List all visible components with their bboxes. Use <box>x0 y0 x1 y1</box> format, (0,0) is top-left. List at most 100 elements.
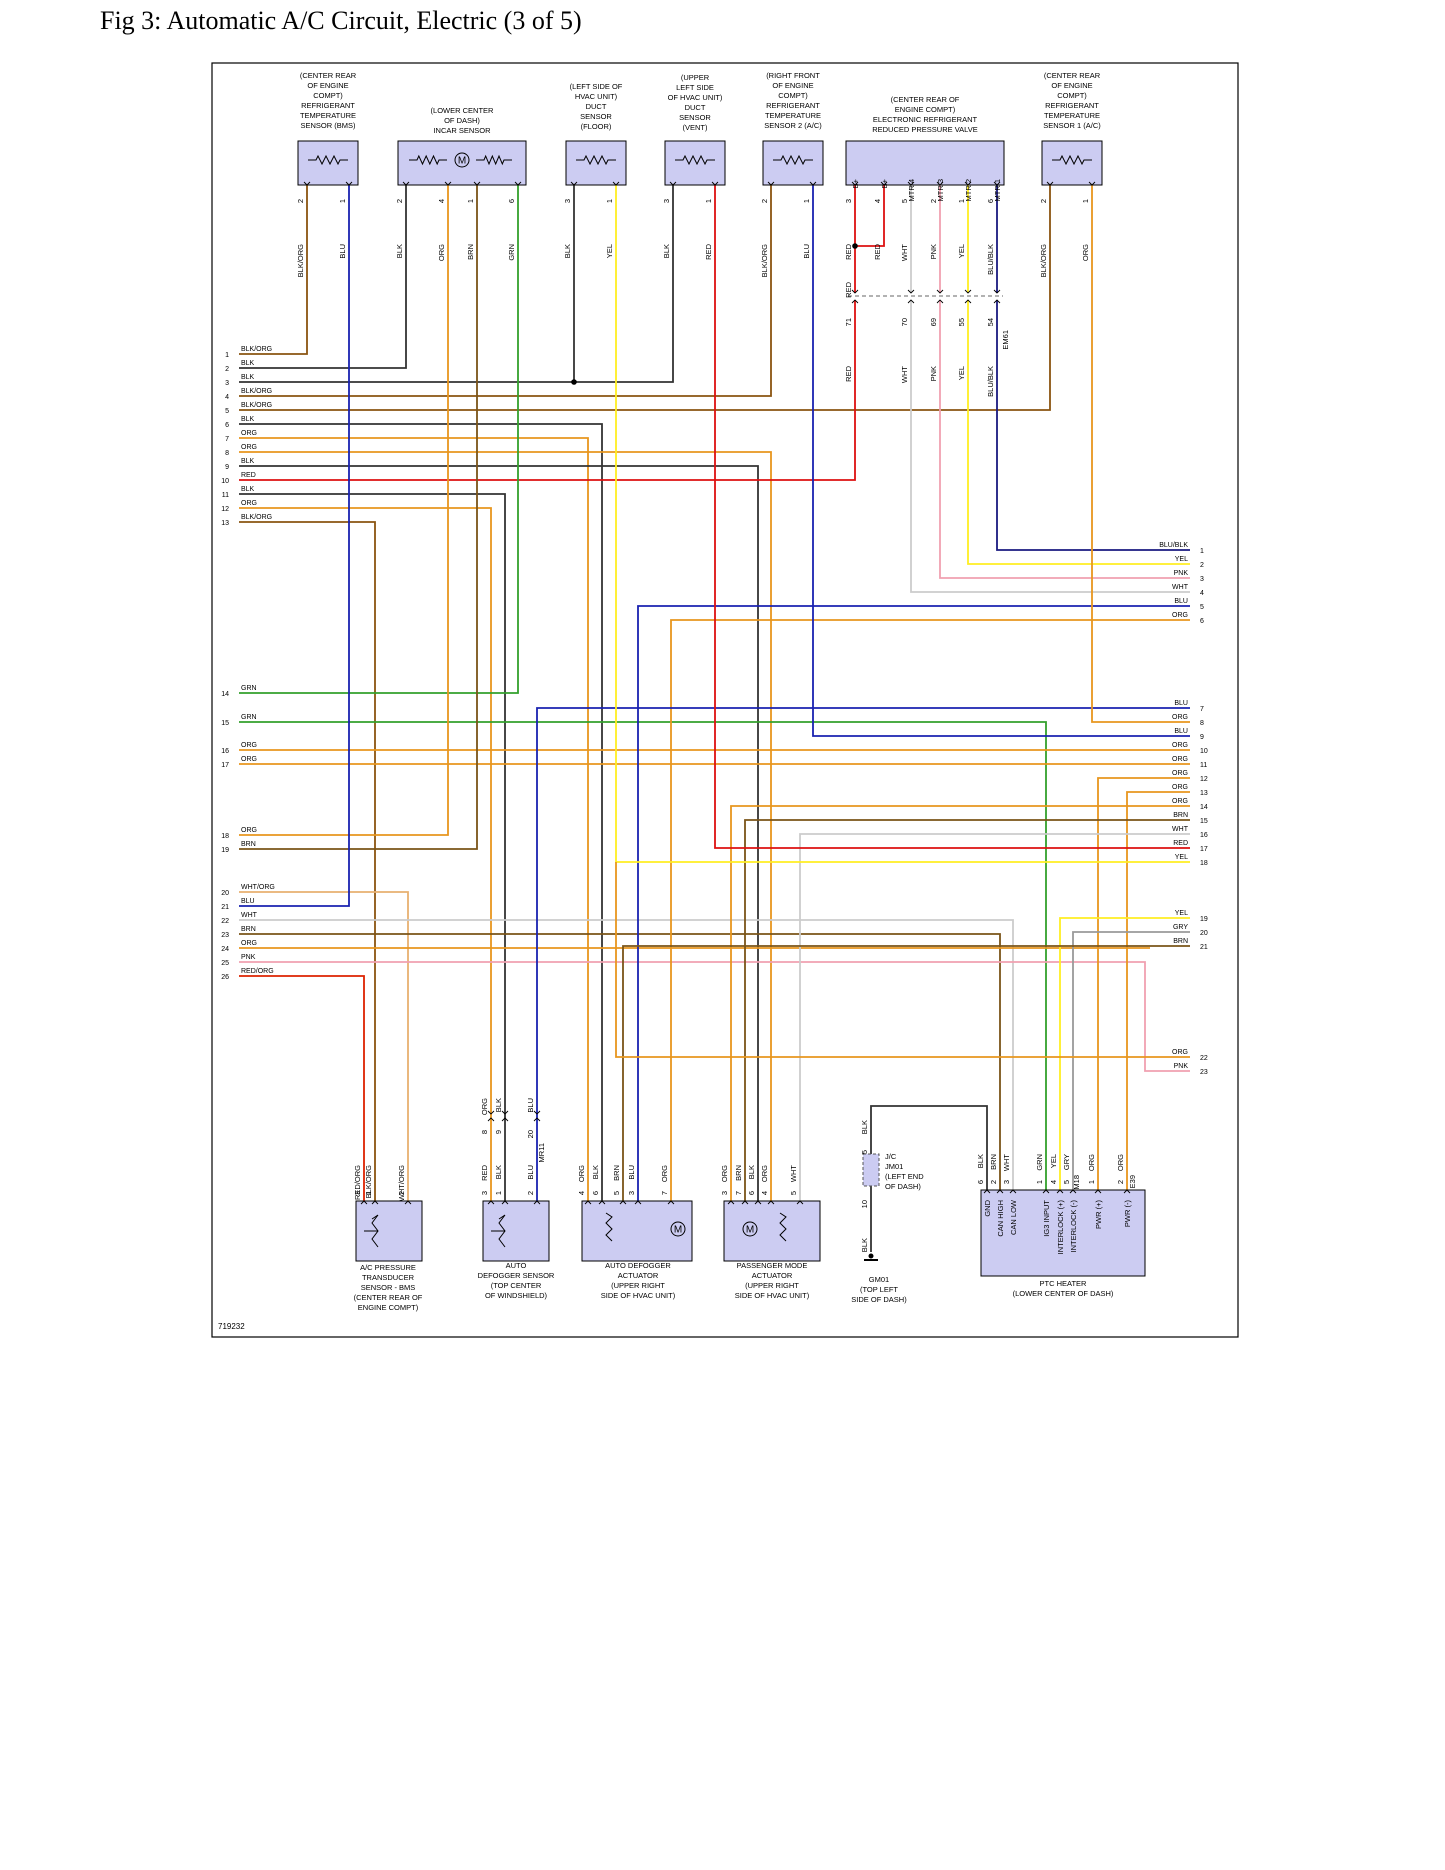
bottom-component-label: (LOWER CENTER OF DASH) <box>1013 1289 1114 1298</box>
bottom-component-label: (TOP LEFT <box>860 1285 898 1294</box>
top-component-label: (LOWER CENTER <box>431 106 495 115</box>
wire <box>855 185 885 247</box>
wire <box>279 185 350 907</box>
left-pin-color: RED/ORG <box>241 968 274 975</box>
wire-color-label: BLK <box>860 1238 869 1252</box>
top-component-label: SENSOR <box>580 112 612 121</box>
pin-function-label: B+ <box>851 178 860 188</box>
bottom-component-label: PASSENGER MODE <box>737 1261 808 1270</box>
top-component-label: TEMPERATURE <box>1044 111 1100 120</box>
wire <box>799 833 1150 1201</box>
wire <box>279 961 1150 1072</box>
wire <box>939 300 1150 579</box>
wire-color-label: YEL <box>957 244 966 258</box>
em61-pin-number: 54 <box>986 318 995 326</box>
right-pin-number: 12 <box>1200 776 1208 783</box>
bottom-component-label: AUTO <box>506 1261 527 1270</box>
wire <box>1091 185 1150 723</box>
pin-terminal <box>345 181 353 186</box>
wire <box>279 185 519 694</box>
left-pin-number: 19 <box>221 847 229 854</box>
right-pin-color: ORG <box>1172 770 1188 777</box>
right-pin-color: ORG <box>1172 612 1188 619</box>
resistor-symbol <box>675 154 715 166</box>
left-pin-number: 5 <box>225 408 229 415</box>
pin-terminal <box>741 1200 749 1205</box>
pin-terminal <box>851 181 859 186</box>
pin-terminal <box>936 181 944 186</box>
pin-number: 2 <box>395 199 404 203</box>
left-pin-number: 10 <box>221 478 229 485</box>
left-pin-number: 22 <box>221 918 229 925</box>
right-pin-number: 22 <box>1200 1055 1208 1062</box>
pin-number: 1 <box>338 199 347 203</box>
pin-number: 4 <box>760 1191 769 1195</box>
left-pin-color: WHT <box>241 912 258 919</box>
jc-label: J/C <box>885 1152 897 1161</box>
wire-color-label: BLK <box>494 1165 503 1179</box>
right-pin-color: ORG <box>1172 798 1188 805</box>
left-pin-color: BLK/ORG <box>241 402 272 409</box>
pin-terminal <box>993 289 1001 294</box>
left-pin-number: 6 <box>225 422 229 429</box>
bottom-component-label: ENGINE COMPT) <box>358 1303 419 1312</box>
wire <box>536 707 1150 1201</box>
pin-terminal <box>1042 1189 1050 1194</box>
wire <box>279 451 772 1201</box>
pin-terminal <box>964 299 972 304</box>
wire-color-label: BRN <box>734 1165 743 1181</box>
motor-icon: M <box>746 1225 754 1236</box>
motor-icon: M <box>674 1225 682 1236</box>
wire <box>279 521 376 1201</box>
pin-function-label: GND <box>983 1199 992 1216</box>
wire <box>637 605 1150 1201</box>
resistor-symbol <box>491 1214 506 1248</box>
pin-number: 7 <box>734 1191 743 1195</box>
motor-icon <box>454 152 470 168</box>
pin-function-label: INTERLOCK (-) <box>1069 1199 1078 1252</box>
em61-pin-number: 69 <box>929 318 938 326</box>
wire-color-label: BLK <box>662 244 671 258</box>
top-component-label: (CENTER REAR <box>300 71 357 80</box>
pin-number: 3 <box>353 1191 362 1195</box>
pin-terminal <box>533 1110 541 1115</box>
right-pin-number: 11 <box>1200 762 1207 769</box>
top-component-label: (VENT) <box>683 123 709 132</box>
wire <box>279 891 409 1201</box>
wire <box>744 819 1150 1201</box>
top-component-label: OF ENGINE <box>772 81 813 90</box>
bottom-component-body <box>980 1189 1146 1277</box>
wire-color-label: BLK/ORG <box>760 244 769 278</box>
left-pin-color: BLK <box>241 360 255 367</box>
left-pin-color: BLK <box>241 374 255 381</box>
top-component-label: OF DASH) <box>444 116 480 125</box>
pin-number: 1 <box>704 199 713 203</box>
pin-terminal <box>996 1189 1004 1194</box>
wire <box>279 300 856 481</box>
left-pin-number: 7 <box>225 436 229 443</box>
pin-number: 2 <box>989 1180 998 1184</box>
ground-icon <box>868 1253 874 1259</box>
pin-terminal <box>619 1200 627 1205</box>
wire-color-label: BRN <box>466 244 475 260</box>
left-pin-color: ORG <box>241 742 257 749</box>
wire-color-label: RED/ORG <box>353 1165 362 1200</box>
top-component-label: SENSOR (BMS) <box>300 121 356 130</box>
wire <box>279 721 1047 1190</box>
pin-terminal <box>1069 1189 1077 1194</box>
right-pin-number: 5 <box>1200 604 1204 611</box>
top-component-label: REFRIGERANT <box>766 101 820 110</box>
left-pin-number: 17 <box>221 762 229 769</box>
bottom-component-label: TRANSDUCER <box>362 1273 415 1282</box>
wire-color-label: BLK <box>494 1098 503 1112</box>
wire-color-label: BLK <box>591 1165 600 1179</box>
components: 1BLK/ORG2BLK3BLK4BLK/ORG5BLK/ORG6BLK7ORG… <box>221 71 1208 1312</box>
pin-number: 2 <box>296 199 305 203</box>
right-pin-color: ORG <box>1172 1049 1188 1056</box>
wire-color-label: BLU <box>526 1098 535 1113</box>
left-pin-number: 3 <box>225 380 229 387</box>
pin-terminal <box>444 181 452 186</box>
right-pin-number: 4 <box>1200 590 1204 597</box>
top-component-body <box>565 140 627 186</box>
pin-function-label: MTR 2 <box>964 179 973 202</box>
